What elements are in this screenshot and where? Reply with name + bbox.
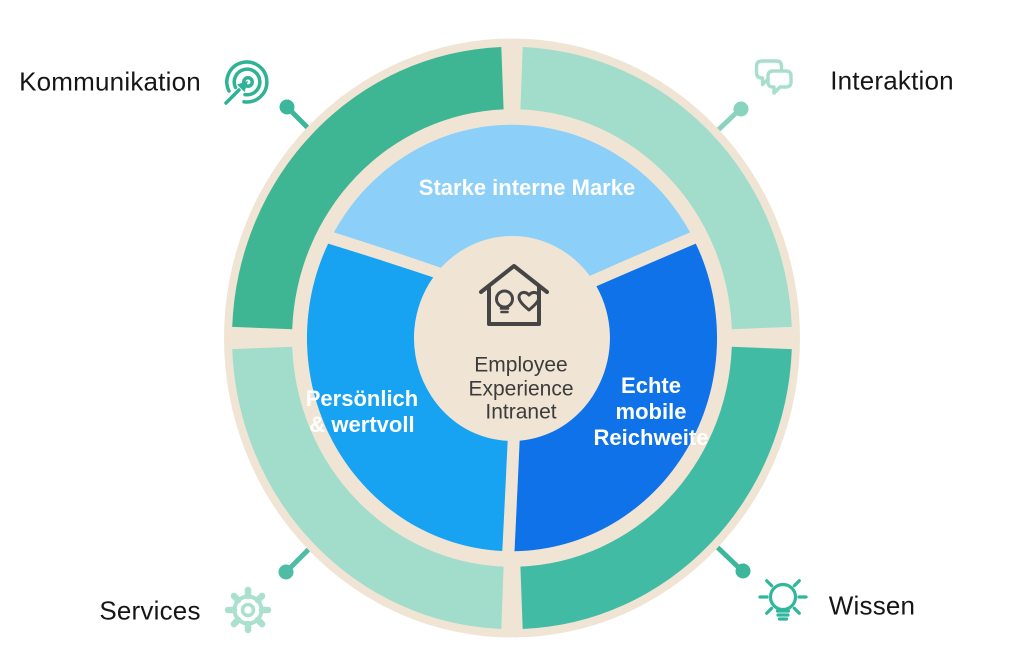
cursor-arrowhead <box>237 81 248 92</box>
connector-interaktion <box>711 101 749 137</box>
heart-icon <box>517 290 541 312</box>
label-wissen: Wissen <box>828 590 916 621</box>
speech-bubble-front <box>766 69 793 95</box>
speech-bubbles-icon <box>754 59 793 95</box>
target-click-icon <box>224 60 269 105</box>
cursor-line <box>224 88 241 105</box>
label-inner-segment-personal: Persönlich & wertvoll <box>305 386 419 437</box>
house-roof <box>479 264 549 294</box>
label-kommunikation: Kommunikation <box>19 66 201 97</box>
outer-segment-bottom-right <box>520 346 792 629</box>
house-bulb-heart-icon <box>479 264 549 326</box>
label-inner-segment-mobile: Echte mobile Reichweite <box>593 373 709 450</box>
bulb-icon <box>495 289 514 314</box>
inner-segment-mobile <box>514 243 718 552</box>
target-mid-arc <box>232 67 262 97</box>
connector-line <box>711 541 740 569</box>
connector-dot <box>733 101 749 117</box>
outer-segment-top-right <box>520 47 792 330</box>
bulb-glass <box>768 582 798 612</box>
bulb-glass <box>495 289 514 309</box>
label-inner-segment-brand: Starke interne Marke <box>418 175 636 201</box>
label-services: Services <box>99 595 201 626</box>
label-interaktion: Interaktion <box>830 65 954 96</box>
lightbulb-icon <box>758 579 808 621</box>
connector-dot <box>735 563 751 579</box>
gear-icon <box>224 586 272 634</box>
gear-body <box>232 594 264 626</box>
gear-hole <box>240 602 256 618</box>
connector-dot <box>279 99 295 115</box>
outer-segment-bottom-left <box>232 346 504 629</box>
inner-segment-personal <box>306 243 508 551</box>
connector-services <box>278 543 315 580</box>
connector-kommunikation <box>279 99 315 135</box>
house-body <box>487 285 541 326</box>
inner-segment-brand <box>333 124 691 276</box>
bulb-rays <box>758 579 808 615</box>
bulb-base <box>775 609 791 621</box>
wheel <box>224 38 800 638</box>
connector-wissen <box>711 541 751 579</box>
center-title: Employee Experience Intranet <box>468 353 574 424</box>
outer-segment-top-left <box>232 47 504 330</box>
target-center <box>242 76 254 88</box>
target-outer-arc <box>225 60 269 104</box>
connector-dot <box>278 564 294 580</box>
center-circle <box>415 239 609 441</box>
